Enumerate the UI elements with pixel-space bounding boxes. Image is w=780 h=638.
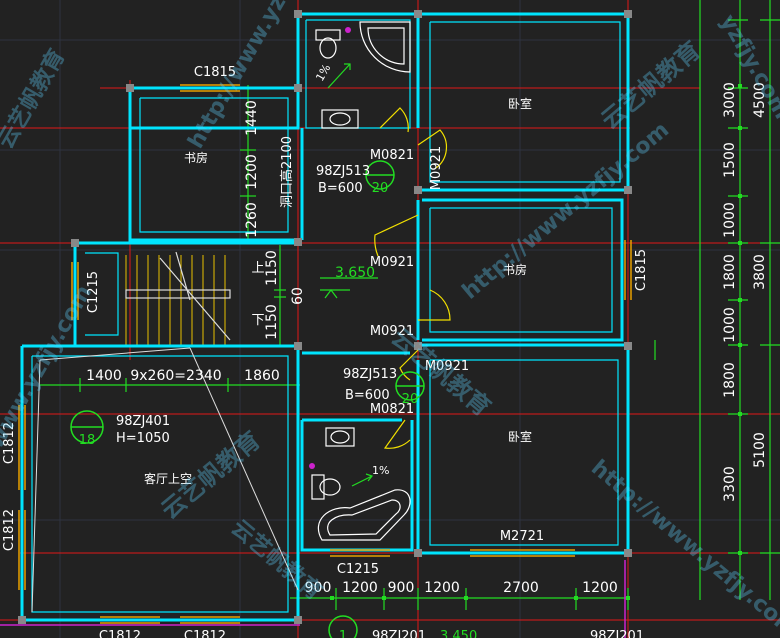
room-label-study-right: 书房 <box>503 262 527 277</box>
dim-right-3000: 3000 <box>722 82 738 118</box>
wall-inner-lines <box>31 19 621 613</box>
dim-right-total-5100: 5100 <box>752 432 768 468</box>
door-label-m2721: M2721 <box>500 529 544 544</box>
dim-right-1500: 1500 <box>722 142 738 178</box>
door-label-m0821-b: M0821 <box>370 402 414 417</box>
window-label-c1812-lower: C1812 <box>2 509 17 551</box>
column-markers <box>18 10 632 624</box>
note-atlas-bottom-right: 98ZJ201 <box>590 629 644 638</box>
dim-1400: 1400 <box>86 368 122 384</box>
detail-num-20b: 20 <box>402 392 419 407</box>
note-atlas-3: 98ZJ401 <box>116 414 170 429</box>
detail-num-1: 1 <box>339 629 347 638</box>
detail-num-18: 18 <box>79 433 96 448</box>
dim-1440: 1440 <box>244 100 260 136</box>
slope-label-2: 1% <box>372 464 389 477</box>
room-label-study-top: 书房 <box>184 150 208 165</box>
dim-bottom-900-b: 900 <box>388 580 415 596</box>
window-symbols <box>18 84 632 624</box>
note-atlas-1: 98ZJ513 <box>316 164 370 179</box>
room-label-living-void: 客厅上空 <box>144 471 192 486</box>
window-label-c1815-right: C1815 <box>634 249 649 291</box>
dim-bottom-900-a: 900 <box>305 580 332 596</box>
door-label-m0921-c: M0921 <box>370 324 414 339</box>
slope-arrows <box>327 63 374 487</box>
dim-bottom-2700: 2700 <box>503 580 539 596</box>
window-label-c1812-bottom-b: C1812 <box>184 629 226 638</box>
dim-right-1800-a: 1800 <box>722 254 738 290</box>
door-label-m0921-a: M0921 <box>429 146 444 190</box>
dim-right-1000-a: 1000 <box>722 202 738 238</box>
dimension-ticks <box>330 84 742 600</box>
window-label-c1215-bottom: C1215 <box>337 562 379 577</box>
detail-num-20a: 20 <box>372 181 389 196</box>
note-opening-height: 洞口高2100 <box>279 136 295 208</box>
door-label-m0921-d: M0921 <box>425 359 469 374</box>
elevation-label: 3.650 <box>335 265 375 281</box>
floor-drains <box>309 27 351 469</box>
note-b600-2: B=600 <box>345 388 390 403</box>
sanitary-fixtures <box>311 21 411 541</box>
dim-bottom-1200-a: 1200 <box>342 580 378 596</box>
window-label-c1812-bottom-a: C1812 <box>99 629 141 638</box>
dim-right-4500-outer: 4500 <box>752 82 768 118</box>
stair-up-label: 上 <box>251 261 264 276</box>
dim-right-1800-b: 1800 <box>722 362 738 398</box>
window-label-c1815-top: C1815 <box>194 65 236 80</box>
dim-bottom-1200-b: 1200 <box>424 580 460 596</box>
door-label-m0821-a: M0821 <box>370 148 414 163</box>
dim-60: 60 <box>290 287 306 305</box>
note-atlas-2: 98ZJ513 <box>343 367 397 382</box>
note-atlas-bottom: 98ZJ201 <box>372 629 426 638</box>
note-b600-1: B=600 <box>318 181 363 196</box>
dim-right-1000-b: 1000 <box>722 307 738 343</box>
door-label-m0921-b: M0921 <box>370 255 414 270</box>
dim-1860: 1860 <box>244 368 280 384</box>
note-elev-bottom: 3.450 <box>440 629 477 638</box>
dim-right-3300: 3300 <box>722 466 738 502</box>
dim-stair-run: 9x260=2340 <box>130 368 221 384</box>
dim-bottom-1200-c: 1200 <box>582 580 618 596</box>
room-label-bedroom-bottom: 卧室 <box>508 429 532 444</box>
dim-1260: 1260 <box>244 202 260 238</box>
room-label-bedroom-top: 卧室 <box>508 96 532 111</box>
dim-right-total-3800: 3800 <box>752 254 768 290</box>
stair-down-label: 下 <box>251 313 264 328</box>
stair-handrail <box>125 251 231 341</box>
note-h1050: H=1050 <box>116 431 170 446</box>
window-label-c1215-left: C1215 <box>86 271 101 313</box>
void-diagonals <box>31 347 299 613</box>
detail-circles <box>70 160 425 638</box>
staircase <box>125 255 226 345</box>
dim-1150-b: 1150 <box>264 304 280 340</box>
dim-1150-a: 1150 <box>264 250 280 286</box>
window-label-c1812-upper: C1812 <box>2 422 17 464</box>
dim-1200: 1200 <box>244 154 260 190</box>
